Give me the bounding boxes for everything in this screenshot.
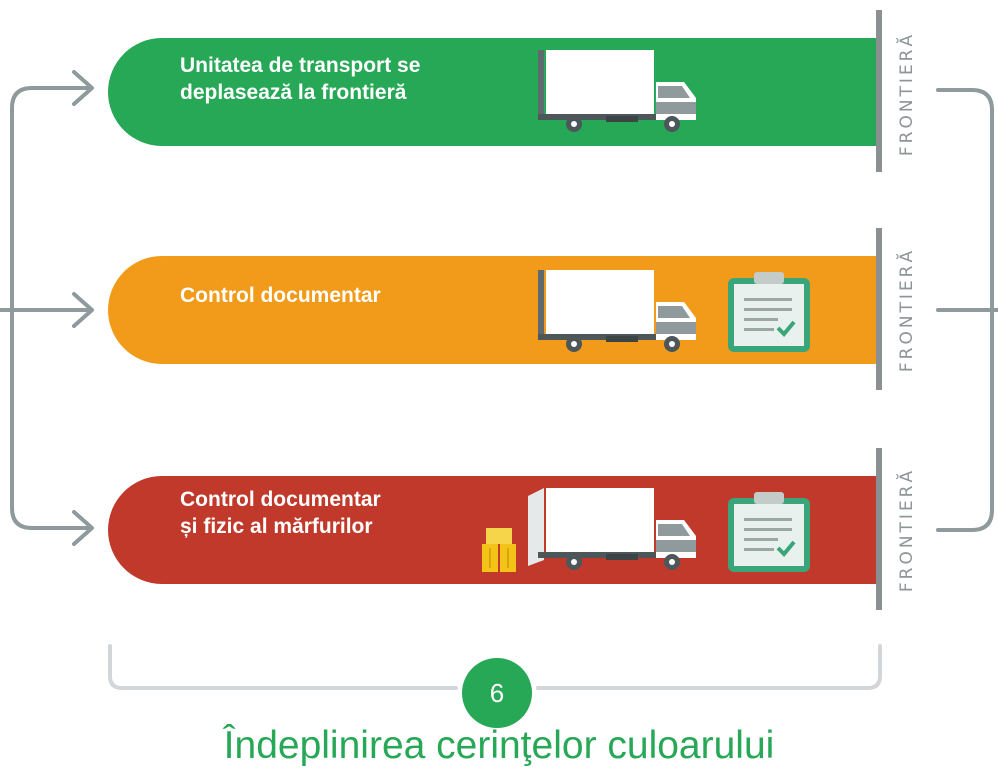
lane-label-physical-control: Control documentar și fizic al mărfurilo… — [180, 488, 381, 538]
border-post-bottom — [876, 448, 882, 610]
arrowhead-top — [72, 70, 94, 106]
truck-icon — [538, 50, 696, 132]
border-post-middle — [876, 228, 882, 390]
left-connector — [0, 86, 92, 530]
lane-label-transport: Unitatea de transport se deplasează la f… — [180, 54, 421, 104]
arrowhead-bottom — [72, 510, 94, 546]
open-truck-icon — [528, 488, 696, 570]
truck-icon — [538, 270, 696, 352]
arrowhead-middle — [72, 292, 94, 328]
lane-label-document-control: Control documentar — [180, 284, 381, 307]
right-connector — [936, 88, 998, 532]
lane-transport — [108, 38, 880, 146]
clipboard-icon — [728, 272, 810, 352]
boxes-icon — [482, 528, 516, 572]
step-number-badge: 6 — [462, 658, 532, 728]
footer-title: Îndeplinirea cerinţelor culoarului — [223, 724, 775, 767]
border-post-top — [876, 10, 882, 172]
clipboard-icon — [728, 492, 810, 572]
